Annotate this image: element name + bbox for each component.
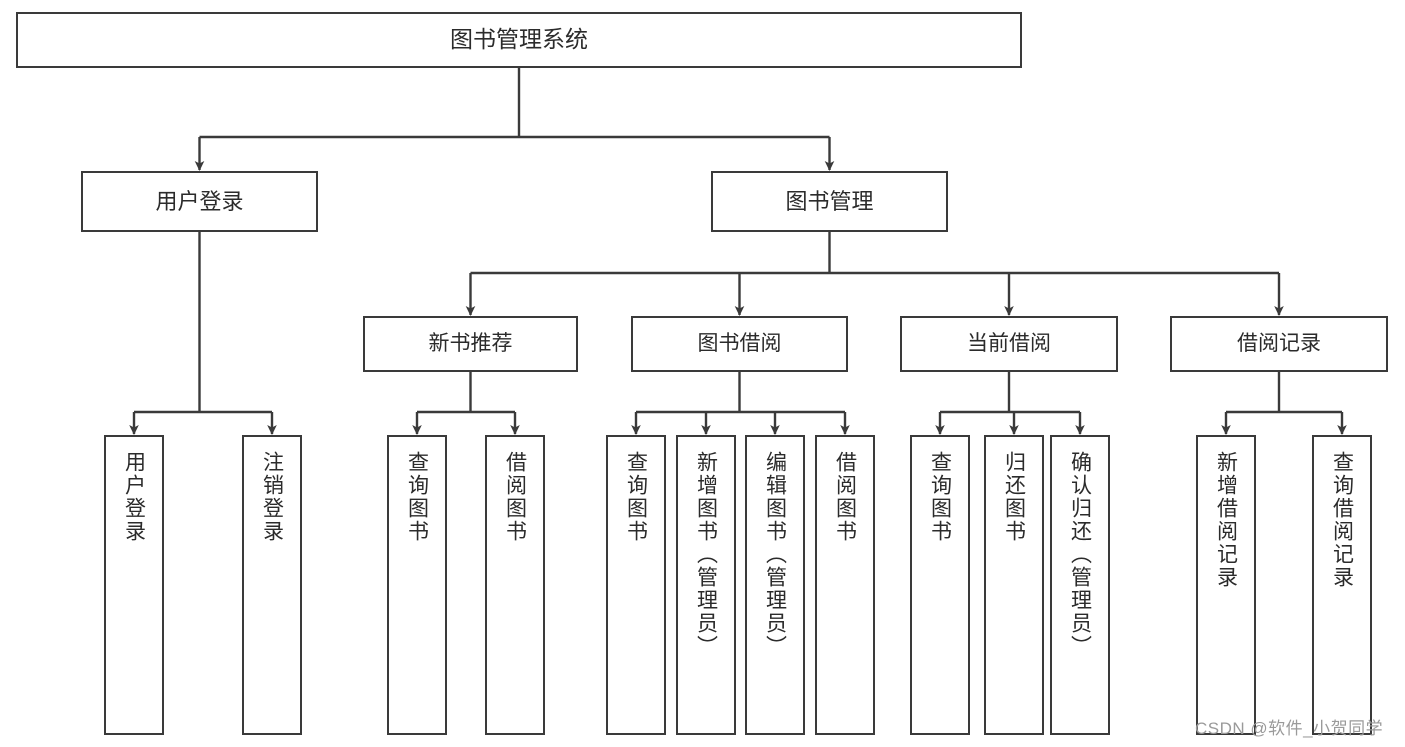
leaf-cb-confirm-return[interactable]: 确认归还（管理员） bbox=[1050, 435, 1110, 735]
node-label: 借阅记录 bbox=[1237, 331, 1321, 355]
leaf-cb-return-book[interactable]: 归还图书 bbox=[984, 435, 1044, 735]
node-label: 注销登录 bbox=[260, 451, 284, 543]
node-book-management[interactable]: 图书管理 bbox=[711, 171, 948, 232]
node-label: 查询图书 bbox=[624, 451, 648, 543]
node-label: 当前借阅 bbox=[967, 331, 1051, 355]
node-user-login[interactable]: 用户登录 bbox=[81, 171, 318, 232]
node-label: 用户登录 bbox=[155, 188, 244, 214]
node-label: 用户登录 bbox=[122, 451, 146, 543]
leaf-cb-query-book[interactable]: 查询图书 bbox=[910, 435, 970, 735]
node-label: 借阅图书 bbox=[503, 451, 527, 543]
node-root[interactable]: 图书管理系统 bbox=[16, 12, 1022, 68]
leaf-user-login[interactable]: 用户登录 bbox=[104, 435, 164, 735]
node-label: 新书推荐 bbox=[428, 331, 513, 355]
node-label: 图书管理系统 bbox=[450, 26, 588, 53]
node-label: 查询图书 bbox=[405, 451, 429, 543]
node-label: 借阅图书 bbox=[833, 451, 857, 543]
leaf-nbr-borrow-book[interactable]: 借阅图书 bbox=[485, 435, 545, 735]
node-book-borrow[interactable]: 图书借阅 bbox=[631, 316, 848, 372]
leaf-nbr-query-book[interactable]: 查询图书 bbox=[387, 435, 447, 735]
leaf-bb-query-book[interactable]: 查询图书 bbox=[606, 435, 666, 735]
leaf-br-add-record[interactable]: 新增借阅记录 bbox=[1196, 435, 1256, 735]
leaf-logout[interactable]: 注销登录 bbox=[242, 435, 302, 735]
node-current-borrow[interactable]: 当前借阅 bbox=[900, 316, 1118, 372]
node-label: 新增借阅记录 bbox=[1214, 451, 1238, 589]
node-borrow-record[interactable]: 借阅记录 bbox=[1170, 316, 1388, 372]
node-label: 图书管理 bbox=[785, 188, 874, 214]
node-label: 图书借阅 bbox=[697, 331, 782, 355]
leaf-bb-borrow-book[interactable]: 借阅图书 bbox=[815, 435, 875, 735]
watermark: CSDN @软件_小贺同学 bbox=[1195, 719, 1384, 738]
node-label: 查询借阅记录 bbox=[1330, 451, 1354, 589]
leaf-bb-add-book[interactable]: 新增图书（管理员） bbox=[676, 435, 736, 735]
node-label: 编辑图书（管理员） bbox=[763, 451, 787, 658]
leaf-br-query-record[interactable]: 查询借阅记录 bbox=[1312, 435, 1372, 735]
node-new-book-recommend[interactable]: 新书推荐 bbox=[363, 316, 578, 372]
node-label: 确认归还（管理员） bbox=[1068, 451, 1092, 658]
node-label: 新增图书（管理员） bbox=[694, 451, 718, 658]
node-label: 归还图书 bbox=[1002, 451, 1026, 543]
leaf-bb-edit-book[interactable]: 编辑图书（管理员） bbox=[745, 435, 805, 735]
node-label: 查询图书 bbox=[928, 451, 952, 543]
